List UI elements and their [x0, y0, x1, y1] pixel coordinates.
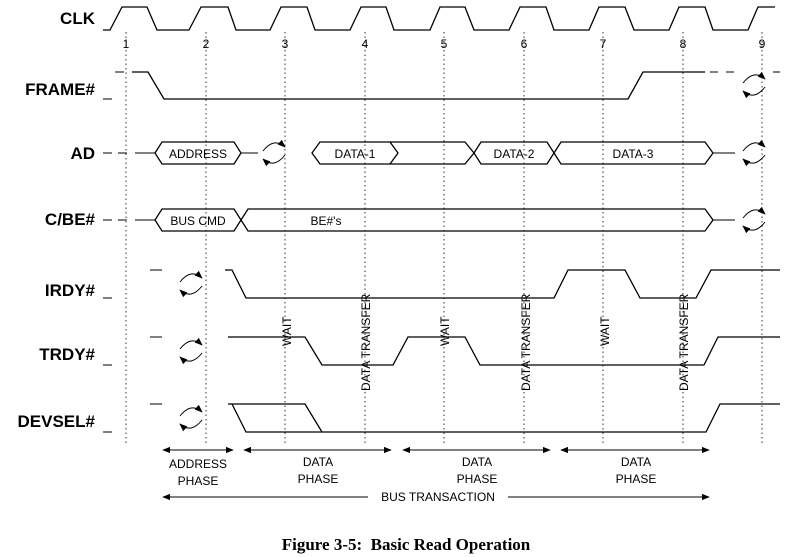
turnaround-icon — [742, 206, 766, 234]
signal-label-cbe: C/BE# — [45, 210, 96, 229]
bus-transaction-label-bg — [368, 489, 508, 504]
clock-number: 4 — [362, 37, 369, 51]
figure-caption: Figure 3-5: Basic Read Operation — [282, 535, 531, 554]
ad-waveform: ADDRESS DATA-1 DATA-2 DATA-3 — [103, 141, 735, 165]
wait-annotation: WAIT — [598, 316, 612, 346]
turnaround-icon — [179, 404, 203, 432]
address-phase-label-line2: PHASE — [178, 474, 219, 488]
clock-number: 3 — [282, 37, 289, 51]
clk-waveform — [103, 6, 775, 31]
clock-number: 6 — [521, 37, 528, 51]
ad-label-data3: DATA-3 — [613, 147, 654, 161]
cbe-label-bus-cmd: BUS CMD — [170, 214, 226, 228]
phase-markers: ADDRESS PHASE DATA PHASE DATA PHASE DATA… — [162, 446, 710, 504]
signal-label-ad: AD — [70, 144, 95, 163]
cbe-waveform: BUS CMD BE#'s — [103, 208, 735, 232]
data-phase-label-line1: DATA — [621, 455, 651, 469]
data-transfer-annotation: DATA TRANSFER — [359, 293, 373, 391]
clock-number: 1 — [123, 37, 130, 51]
trdy-waveform — [103, 336, 780, 366]
signal-label-irdy: IRDY# — [45, 281, 96, 300]
signal-label-frame: FRAME# — [25, 80, 95, 99]
turnaround-icons — [179, 71, 766, 432]
turnaround-icon — [742, 139, 766, 167]
data-transfer-annotation: DATA TRANSFER — [519, 293, 533, 391]
signal-label-clk: CLK — [60, 9, 96, 28]
ad-label-data2: DATA-2 — [494, 147, 535, 161]
cbe-label-byte-enables: BE#'s — [311, 214, 342, 228]
turnaround-icon — [742, 71, 766, 99]
clock-number: 8 — [680, 37, 687, 51]
data-phase-label-line2: PHASE — [298, 472, 339, 486]
address-phase-label-line1: ADDRESS — [169, 457, 227, 471]
data-phase-label-line1: DATA — [462, 455, 492, 469]
turnaround-icon — [179, 270, 203, 298]
signal-label-trdy: TRDY# — [39, 345, 95, 364]
irdy-waveform — [103, 269, 780, 299]
bus-transaction-label: BUS TRANSACTION — [381, 490, 495, 504]
ad-label-address: ADDRESS — [169, 147, 227, 161]
data-phase-label-line1: DATA — [303, 455, 333, 469]
clock-number: 5 — [441, 37, 448, 51]
wait-annotation: WAIT — [280, 316, 294, 346]
turnaround-icon — [179, 337, 203, 365]
clock-number: 2 — [203, 37, 210, 51]
ad-data1-extension — [390, 141, 475, 165]
clock-number: 9 — [759, 37, 766, 51]
signal-label-devsel: DEVSEL# — [18, 412, 96, 431]
devsel-waveform — [103, 403, 780, 433]
clock-numbers: 1 2 3 4 5 6 7 8 9 — [123, 37, 766, 51]
data-phase-label-line2: PHASE — [616, 472, 657, 486]
data-transfer-annotation: DATA TRANSFER — [677, 293, 691, 391]
turnaround-icon — [262, 139, 286, 167]
ad-label-data1: DATA-1 — [335, 147, 376, 161]
clock-grid-lines — [125, 32, 763, 445]
clock-number: 7 — [600, 37, 607, 51]
data-phase-label-line2: PHASE — [457, 472, 498, 486]
ad-data1-cell — [311, 141, 399, 165]
wait-annotation: WAIT — [438, 316, 452, 346]
signal-labels: CLK FRAME# AD C/BE# IRDY# TRDY# DEVSEL# — [18, 9, 96, 431]
frame-waveform — [103, 71, 780, 100]
vertical-annotations: WAIT WAIT WAIT DATA TRANSFER DATA TRANSF… — [280, 293, 691, 391]
